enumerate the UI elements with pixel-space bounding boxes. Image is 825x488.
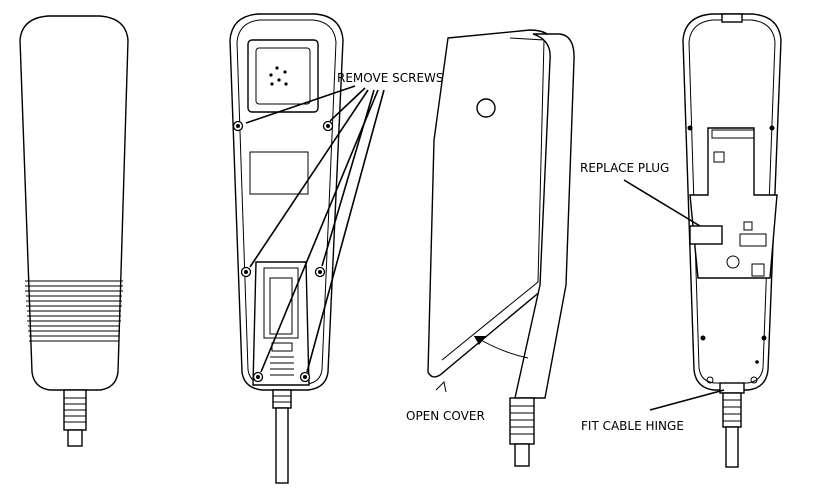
handset-interior-view bbox=[682, 13, 782, 468]
handset-rear-view bbox=[229, 13, 344, 484]
handset-front-view bbox=[19, 15, 129, 447]
rear-cable bbox=[272, 389, 292, 484]
plug-connector bbox=[689, 225, 723, 245]
open-cover-label: OPEN COVER bbox=[406, 409, 485, 423]
remove-screws-label: REMOVE SCREWS bbox=[337, 71, 444, 85]
fit-cable-hinge-label: FIT CABLE HINGE bbox=[581, 419, 684, 433]
replace-plug-label: REPLACE PLUG bbox=[580, 161, 669, 175]
screw-icon bbox=[232, 120, 244, 132]
interior-cable bbox=[719, 382, 745, 468]
top-connector bbox=[721, 13, 743, 23]
thumb-hole bbox=[476, 98, 496, 118]
grip-ribs bbox=[25, 280, 123, 342]
screw-icon bbox=[240, 266, 252, 278]
label-recess bbox=[249, 151, 309, 195]
screw-icon bbox=[322, 120, 334, 132]
side-cable bbox=[509, 397, 535, 467]
screw-icon bbox=[314, 266, 326, 278]
speaker-grille bbox=[247, 39, 319, 113]
circuit-board bbox=[689, 127, 778, 279]
cable-strain-relief bbox=[63, 389, 87, 447]
replace-plug-callout: REPLACE PLUG bbox=[580, 161, 701, 227]
cable-hinge bbox=[719, 382, 745, 394]
fit-cable-hinge-callout: FIT CABLE HINGE bbox=[581, 389, 725, 433]
remove-screws-callout: REMOVE SCREWS bbox=[245, 71, 444, 373]
handset-side-view bbox=[427, 29, 575, 467]
screw-icon bbox=[299, 371, 311, 383]
screw-icon bbox=[252, 371, 264, 383]
